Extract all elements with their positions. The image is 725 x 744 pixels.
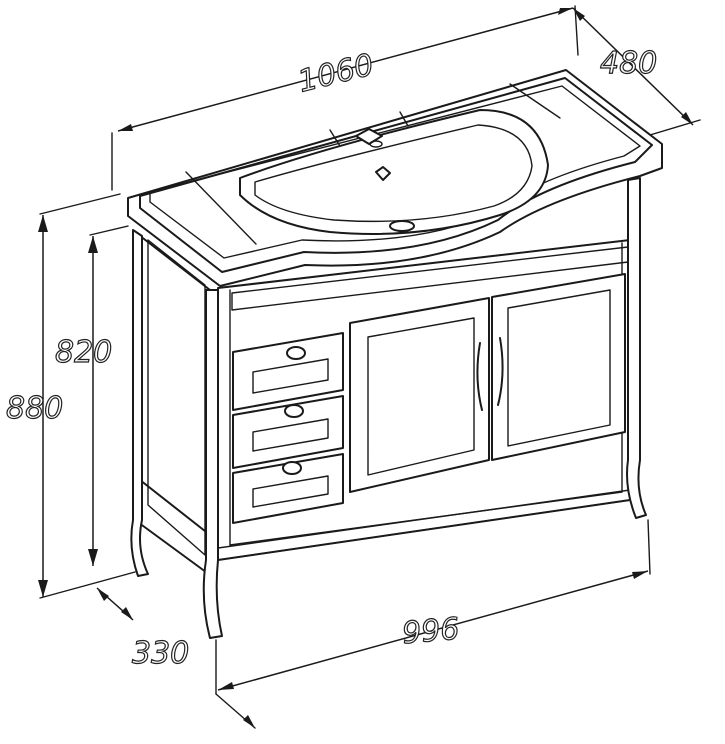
vanity-cabinet [130, 177, 647, 639]
basin-countertop [127, 69, 663, 287]
dimension-label-leg-depth: 330 [132, 636, 189, 671]
dimension-label-total-height: 880 [6, 391, 63, 426]
dimension-lines [38, 5, 701, 729]
dimension-label-width: 1060 [295, 47, 378, 99]
dimension-label-body-height: 820 [55, 335, 112, 370]
dimension-label-body-width: 996 [401, 612, 461, 652]
dimension-label-depth: 480 [600, 46, 657, 81]
